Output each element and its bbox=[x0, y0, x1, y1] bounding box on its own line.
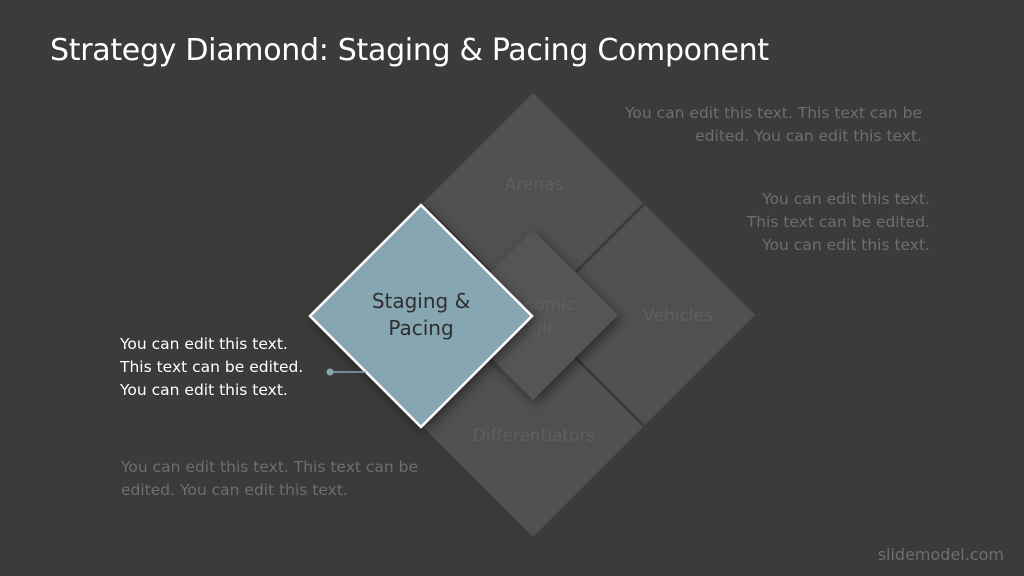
segment-label-vehicles: Vehicles bbox=[643, 306, 713, 326]
note-line: edited. You can edit this text. bbox=[121, 481, 348, 499]
note-line: You can edit this text. This text can be bbox=[121, 458, 419, 476]
slide-title: Strategy Diamond: Staging & Pacing Compo… bbox=[50, 33, 769, 68]
note-line: This text can be edited. bbox=[120, 358, 304, 376]
segment-differentiators bbox=[423, 317, 643, 537]
segment-arenas bbox=[423, 93, 643, 313]
note-line: This text can be edited. bbox=[746, 213, 930, 231]
note-line: You can edit this text. bbox=[762, 236, 930, 254]
note-line: You can edit this text. bbox=[120, 381, 288, 399]
note-left-highlight: You can edit this text. This text can be… bbox=[120, 333, 303, 402]
note-line: You can edit this text. This text can be bbox=[624, 104, 922, 122]
highlight-label-line2: Pacing bbox=[388, 316, 453, 340]
segment-label-arenas: Arenas bbox=[505, 175, 564, 195]
note-right: You can edit this text. This text can be… bbox=[747, 188, 930, 257]
note-line: You can edit this text. bbox=[762, 190, 930, 208]
footer-brand: slidemodel.com bbox=[877, 545, 1004, 564]
note-bottom-left: You can edit this text. This text can be… bbox=[121, 456, 418, 502]
callout-dot bbox=[326, 368, 334, 376]
note-line: edited. You can edit this text. bbox=[695, 127, 922, 145]
segment-label-differentiators: Differentiators bbox=[473, 426, 596, 446]
note-line: You can edit this text. bbox=[120, 335, 288, 353]
note-top-right: You can edit this text. This text can be… bbox=[625, 102, 922, 148]
highlight-label-line1: Staging & bbox=[372, 289, 470, 313]
segment-vehicles bbox=[535, 205, 755, 425]
